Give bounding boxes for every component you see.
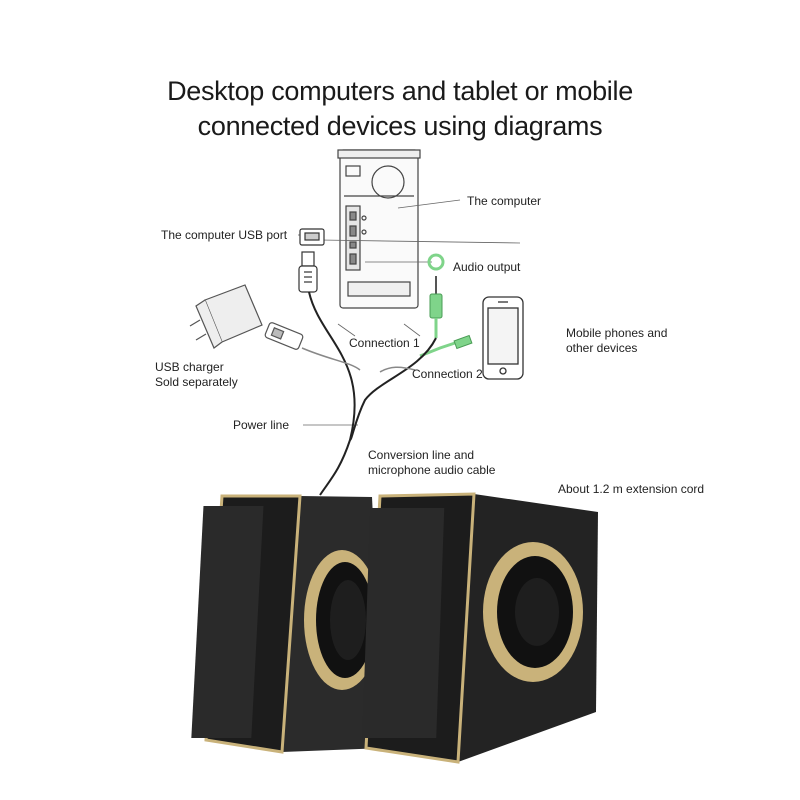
- label-connection-1: Connection 1: [349, 336, 420, 350]
- label-conversion-line-2: microphone audio cable: [368, 463, 496, 477]
- speaker-icon: [191, 492, 598, 764]
- usb-charger-icon: [189, 284, 304, 350]
- label-conversion-line: Conversion line and microphone audio cab…: [368, 448, 495, 478]
- label-conversion-line-1: Conversion line and: [368, 448, 475, 462]
- label-extension-cord: About 1.2 m extension cord: [558, 482, 705, 496]
- label-the-computer: The computer: [467, 194, 542, 208]
- label-usb-port: The computer USB port: [161, 228, 288, 242]
- audio-jack-icon: [427, 253, 445, 338]
- label-power-line: Power line: [233, 418, 290, 432]
- label-mobile-devices: Mobile phones and other devices: [566, 326, 667, 356]
- label-usb-charger-line-1: USB charger: [155, 360, 224, 374]
- connection-2-plug: [419, 334, 473, 358]
- left-speaker: [191, 494, 384, 754]
- computer-tower-icon: [337, 149, 421, 309]
- label-audio-output: Audio output: [453, 260, 521, 274]
- smartphone-icon: [482, 296, 524, 380]
- title-line-1: Desktop computers and tablet or mobile: [167, 76, 633, 106]
- label-usb-charger: USB charger Sold separately: [155, 360, 238, 390]
- title-line-2: connected devices using diagrams: [197, 111, 603, 141]
- right-speaker: [362, 492, 598, 764]
- label-mobile-line-2: other devices: [566, 341, 638, 355]
- page-title: Desktop computers and tablet or mobile c…: [100, 74, 700, 144]
- cables: [301, 291, 437, 496]
- label-usb-charger-line-2: Sold separately: [155, 375, 238, 389]
- leader-lines: [298, 199, 521, 426]
- label-connection-2: Connection 2: [412, 367, 483, 381]
- label-mobile-line-1: Mobile phones and: [566, 326, 668, 340]
- usb-plug-icon: [298, 228, 325, 293]
